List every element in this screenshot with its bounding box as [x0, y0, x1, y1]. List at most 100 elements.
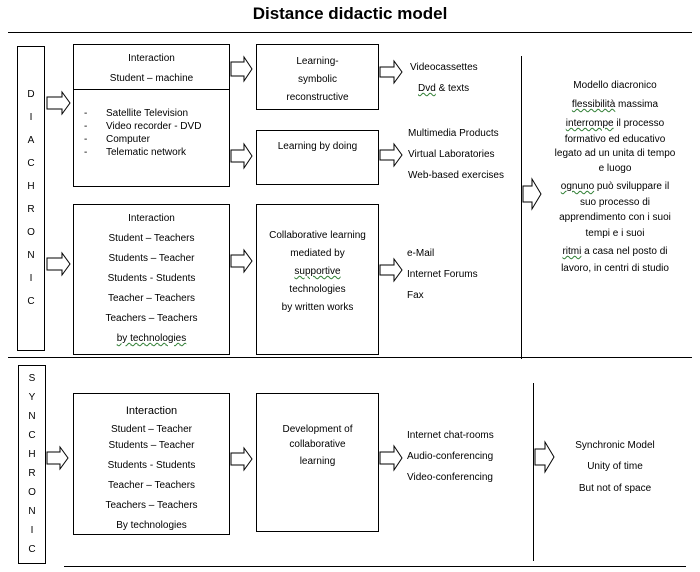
model-line: Modello diacronico [573, 80, 657, 91]
model-line: suo processo di [579, 197, 651, 208]
collaborative-learning-box: Collaborative learning mediated by suppo… [256, 204, 379, 355]
arrow-icon [230, 142, 253, 170]
synchronic-letter: N [28, 411, 36, 422]
diachronic-interaction-machine-group: Interaction Student – machine -Satellite… [73, 44, 230, 187]
collaborative-line: technologies [289, 284, 346, 295]
learning-symbolic-line: Learning- [296, 56, 339, 67]
synchronic-interaction-heading: Interaction [125, 405, 178, 417]
output-item-rest: & texts [435, 83, 470, 94]
model-line: formativo ed educativo [564, 134, 666, 145]
interaction-pair: Teachers – Teachers [105, 500, 198, 511]
synchronic-letter: C [28, 430, 36, 441]
collaborative-line: by written works [281, 302, 354, 313]
collaborative-line: Collaborative learning [269, 230, 366, 241]
media-item: -Video recorder - DVD [84, 121, 202, 132]
output-item: Video-conferencing [407, 472, 493, 483]
synchronic-letter: C [28, 544, 36, 555]
development-line: collaborative [289, 439, 346, 450]
output-item: e-Mail [407, 248, 435, 259]
output-item: Multimedia Products [408, 128, 499, 139]
diachronic-letter: N [27, 250, 35, 261]
synchronic-letter: H [28, 449, 36, 460]
arrow-icon [534, 440, 555, 474]
diachronic-letter: I [29, 112, 33, 123]
model-line: But not of space [578, 483, 652, 494]
diachronic-letter: C [27, 296, 35, 307]
outputs-collab: e-Mail Internet Forums Fax [407, 243, 478, 306]
diagram-title: Distance didactic model [252, 4, 448, 23]
interaction-pair: Teachers – Teachers [105, 313, 198, 324]
arrow-icon [379, 257, 403, 283]
output-item: Audio-conferencing [407, 451, 494, 462]
outputs-doing: Multimedia Products Virtual Laboratories… [408, 123, 504, 186]
media-list: -Satellite Television -Video recorder - … [84, 107, 201, 159]
collaborative-line: mediated by [290, 248, 345, 259]
interaction-pair: Students - Students [107, 273, 196, 284]
arrow-icon [46, 90, 71, 116]
diachronic-model-text: Modello diacronico flessibilità massima … [540, 76, 690, 276]
model-line: lavoro, in centri di studio [561, 263, 669, 274]
model-line: interrompe il processo [565, 118, 665, 129]
synchronic-label-box: S Y N C H R O N I C [18, 365, 46, 564]
diachronic-letter: R [27, 204, 35, 215]
interaction-pair: By technologies [116, 520, 187, 531]
output-item: Virtual Laboratories [408, 149, 495, 160]
development-box: Development of collaborative learning [256, 393, 379, 532]
interaction-machine-box: Interaction Student – machine [73, 44, 230, 90]
diachronic-letter: D [27, 89, 35, 100]
synchronic-letter: O [28, 487, 36, 498]
learning-by-doing-label: Learning by doing [277, 141, 358, 152]
synchronic-interaction-box: Interaction Student – Teacher Students –… [73, 393, 230, 535]
learning-symbolic-box: Learning- symbolic reconstructive [256, 44, 379, 110]
output-item: Internet Forums [407, 269, 478, 280]
interaction-pair: by technologies [116, 333, 187, 344]
diachronic-letter: A [27, 135, 35, 146]
model-line: tempi e i suoi [585, 228, 645, 239]
media-item: -Telematic network [84, 147, 187, 158]
synchronic-separator [533, 383, 534, 561]
model-line: ritmi a casa nel posto di [562, 246, 668, 257]
output-item: Web-based exercises [408, 170, 504, 181]
arrow-icon [522, 177, 542, 211]
middle-rule [8, 357, 692, 358]
model-line: Synchronic Model [575, 440, 655, 451]
arrow-icon [379, 59, 403, 85]
output-item: Internet chat-rooms [407, 430, 494, 441]
interaction-pair: Teacher – Teachers [107, 293, 196, 304]
media-item: -Computer [84, 134, 150, 145]
learning-symbolic-line: symbolic [298, 74, 337, 85]
arrow-icon [46, 445, 69, 471]
output-item-dvd: Dvd [418, 83, 436, 94]
synchronic-letter: I [30, 525, 34, 536]
media-item: -Satellite Television [84, 108, 189, 119]
development-line: learning [299, 456, 336, 467]
development-line: Development of [282, 424, 353, 435]
output-item: Fax [407, 290, 424, 301]
interaction-teachers-box: Interaction Student – Teachers Students … [73, 204, 230, 355]
synchronic-model-text: Synchronic Model Unity of time But not o… [545, 435, 685, 500]
interaction-pair: Student – Teachers [108, 233, 195, 244]
top-rule [8, 32, 692, 33]
output-item: Videocassettes [410, 62, 478, 73]
diachronic-label-box: D I A C H R O N I C [17, 46, 45, 351]
arrow-icon [230, 248, 253, 274]
diachronic-separator [521, 56, 522, 359]
collaborative-line: supportive [294, 266, 341, 277]
interaction-pair: Students – Teacher [108, 440, 195, 451]
interaction-machine-heading: Interaction [128, 53, 175, 64]
model-line: legato ad un unita di tempo [554, 148, 676, 159]
arrow-icon [46, 251, 71, 277]
diachronic-letter: O [27, 227, 35, 238]
synchronic-letter: N [28, 506, 36, 517]
model-line: apprendimento con i suoi [559, 212, 671, 223]
interaction-pair: Students – Teacher [108, 253, 195, 264]
synchronic-outputs: Internet chat-rooms Audio-conferencing V… [407, 425, 494, 488]
synchronic-letter: R [28, 468, 36, 479]
interaction-pair: Student – Teacher [111, 424, 192, 435]
interaction-pair: Students - Students [107, 460, 196, 471]
synchronic-letter: Y [28, 392, 36, 403]
arrow-icon [230, 446, 253, 472]
interaction-machine-pair: Student – machine [109, 73, 194, 84]
arrow-icon [230, 55, 253, 83]
